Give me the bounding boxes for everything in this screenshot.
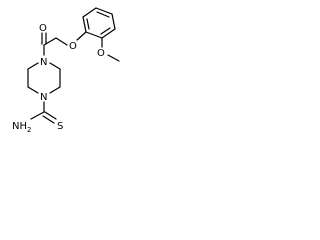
atom-n-bottom: N: [40, 92, 47, 103]
bond-ring-inner-1: [96, 11, 110, 18]
bond-thiocarbon-nh2: [30, 111, 45, 120]
bond-ring-inner-3: [86, 18, 90, 30]
bond-ring-4: [85, 31, 103, 39]
bond-ring-6: [82, 7, 97, 18]
bond-pip-6: [49, 86, 61, 94]
bond-ring-3: [101, 28, 116, 39]
atom-o-carbonyl: O: [39, 23, 47, 34]
atom-o-ether: O: [69, 41, 77, 52]
bond-thiocarbon-s-b: [42, 115, 55, 124]
bond-pip-4: [49, 62, 61, 70]
atom-n-top: N: [40, 57, 47, 68]
chemical-structure: O O O N N S NH2: [12, 7, 120, 134]
bond-pip-3: [27, 86, 39, 94]
bond-thiocarbon-s-a: [44, 111, 57, 120]
bond-methoxy-ch3: [107, 54, 120, 62]
bond-ring-2: [111, 13, 116, 30]
atom-s: S: [57, 121, 63, 132]
atom-nh2-subscript: 2: [27, 126, 31, 134]
atom-nh2-main: NH: [12, 121, 27, 132]
bond-ring-1: [95, 7, 113, 15]
bond-ring-5: [82, 16, 87, 33]
bond-ether-ch2: [55, 37, 68, 46]
bond-ring-inner-2: [100, 27, 111, 35]
bond-pip-1: [27, 62, 39, 70]
atom-nh2: NH2: [12, 121, 31, 134]
bond-ring-ether-o: [76, 31, 87, 41]
atom-o-methoxy: O: [97, 48, 105, 59]
